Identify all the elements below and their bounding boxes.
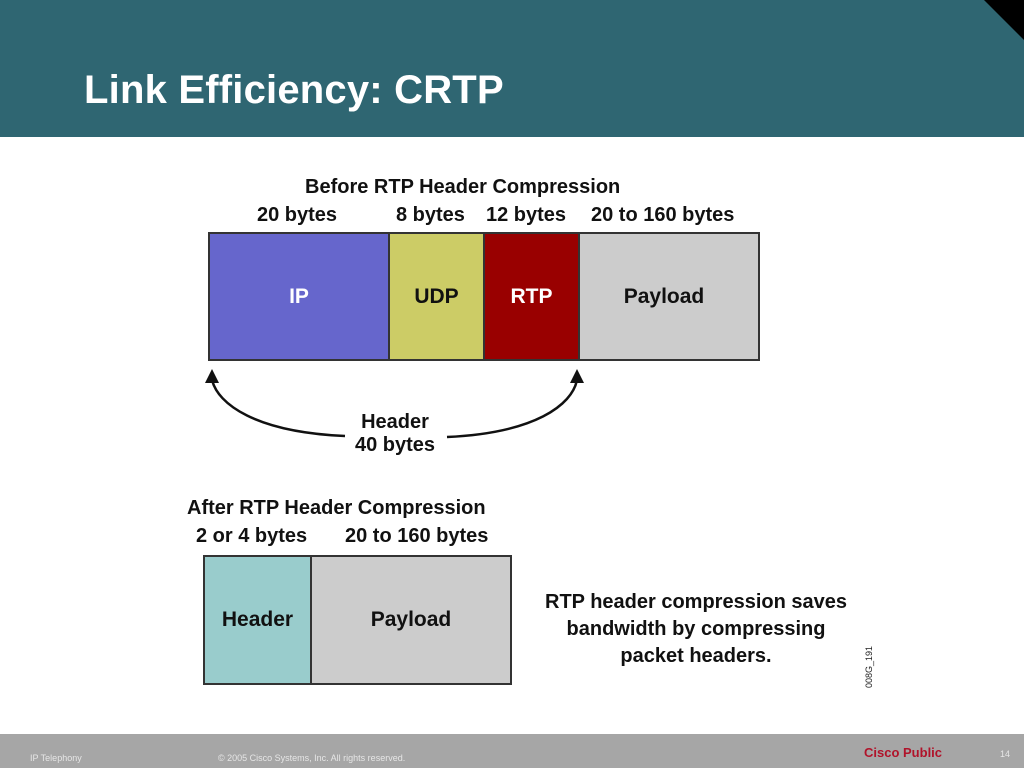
rtp-size-label: 12 bytes	[486, 204, 567, 226]
footer-classification: Cisco Public	[864, 745, 943, 760]
compressed-header-segment: Header	[203, 555, 312, 685]
before-title: Before RTP Header Compression	[305, 176, 621, 198]
slide-title: Link Efficiency: CRTP	[84, 68, 504, 112]
rtp-segment-label: RTP	[510, 284, 553, 308]
footer-course: IP Telephony	[30, 753, 82, 763]
after-title: After RTP Header Compression	[187, 497, 486, 519]
figure-id: 008G_191	[864, 645, 875, 689]
header-total-line1: Header	[361, 411, 429, 433]
ip-segment-label: IP	[289, 284, 309, 308]
title-band	[0, 0, 1024, 137]
payload-segment: Payload	[578, 232, 760, 361]
compressed-payload-segment: Payload	[310, 555, 512, 685]
ip-size-label: 20 bytes	[257, 204, 338, 226]
header-total-label: Header 40 bytes	[338, 411, 452, 457]
ip-segment: IP	[208, 232, 390, 361]
compressed-header-label: Header	[221, 608, 294, 631]
udp-segment: UDP	[388, 232, 485, 361]
footer-page-number: 14	[1000, 749, 1011, 759]
note-line1: RTP header compression saves	[545, 591, 847, 613]
payload-segment-label: Payload	[623, 284, 705, 308]
left-curved-arrow	[210, 379, 346, 438]
note-line3: packet headers.	[620, 645, 772, 667]
note-line2: bandwidth by compressing	[566, 618, 826, 640]
rtp-segment: RTP	[483, 232, 580, 361]
right-curved-arrow	[446, 379, 579, 439]
udp-size-label: 8 bytes	[396, 204, 465, 226]
footer-bar	[0, 734, 1024, 768]
footer-copyright: © 2005 Cisco Systems, Inc. All rights re…	[218, 753, 406, 763]
compression-note: RTP header compression saves bandwidth b…	[516, 589, 876, 670]
header-total-line2: 40 bytes	[354, 434, 436, 456]
compressed-payload-size-label: 20 to 160 bytes	[345, 525, 489, 547]
left-arrowhead	[205, 369, 219, 383]
udp-segment-label: UDP	[414, 284, 459, 308]
right-arrowhead	[570, 369, 584, 383]
compressed-header-size-label: 2 or 4 bytes	[196, 525, 308, 547]
corner-fold	[984, 0, 1024, 40]
payload-size-label: 20 to 160 bytes	[591, 204, 735, 226]
compressed-payload-label: Payload	[370, 608, 452, 631]
